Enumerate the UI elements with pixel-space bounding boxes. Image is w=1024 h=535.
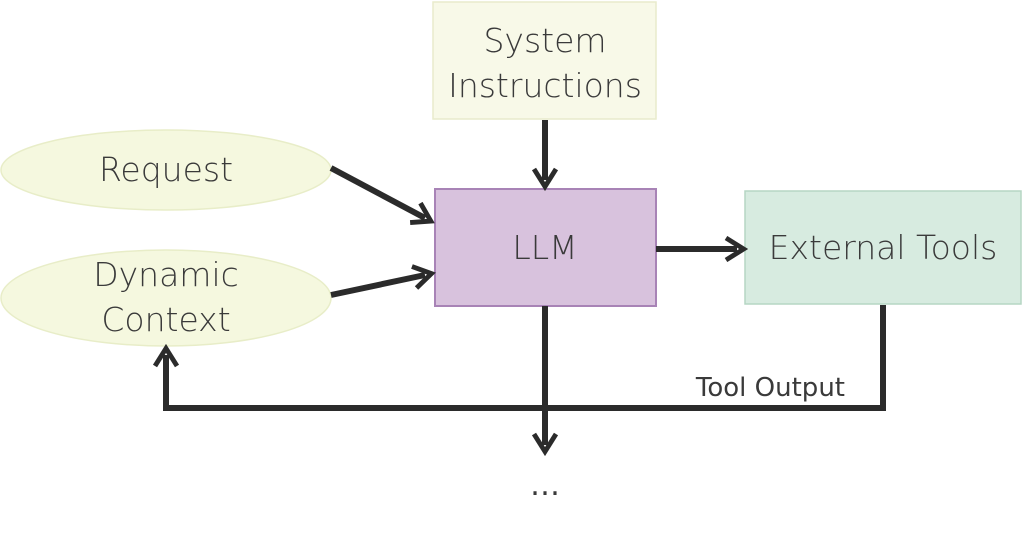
dynamic-context-label-line2: Context <box>101 300 230 339</box>
node-dynamic-context: Dynamic Context <box>0 249 332 347</box>
node-system-instructions: System Instructions <box>432 1 657 120</box>
external-tools-box <box>745 191 1021 304</box>
system-instructions-border <box>432 1 657 120</box>
arrow-dynamic-context-to-llm <box>330 264 436 298</box>
dynamic-context-ellipse <box>1 250 331 346</box>
external-tools-label: External Tools <box>769 228 998 267</box>
arrow-request-to-llm <box>329 165 435 225</box>
system-instructions-box <box>433 2 656 119</box>
system-instructions-label-line2: Instructions <box>448 66 642 105</box>
request-ellipse <box>1 130 331 210</box>
tool-output-label: Tool Output <box>695 373 845 403</box>
system-instructions-label-line1: System <box>483 21 606 60</box>
arrow-tool-output-to-dynamic-context <box>152 305 886 411</box>
dynamic-context-label-line1: Dynamic <box>93 255 239 294</box>
node-request: Request <box>0 129 332 211</box>
node-external-tools: External Tools <box>744 190 1022 305</box>
llm-box <box>435 189 656 306</box>
node-llm: LLM <box>434 188 657 307</box>
request-label: Request <box>99 150 233 189</box>
continuation-ellipsis: … <box>530 468 560 503</box>
llm-label: LLM <box>512 228 577 267</box>
